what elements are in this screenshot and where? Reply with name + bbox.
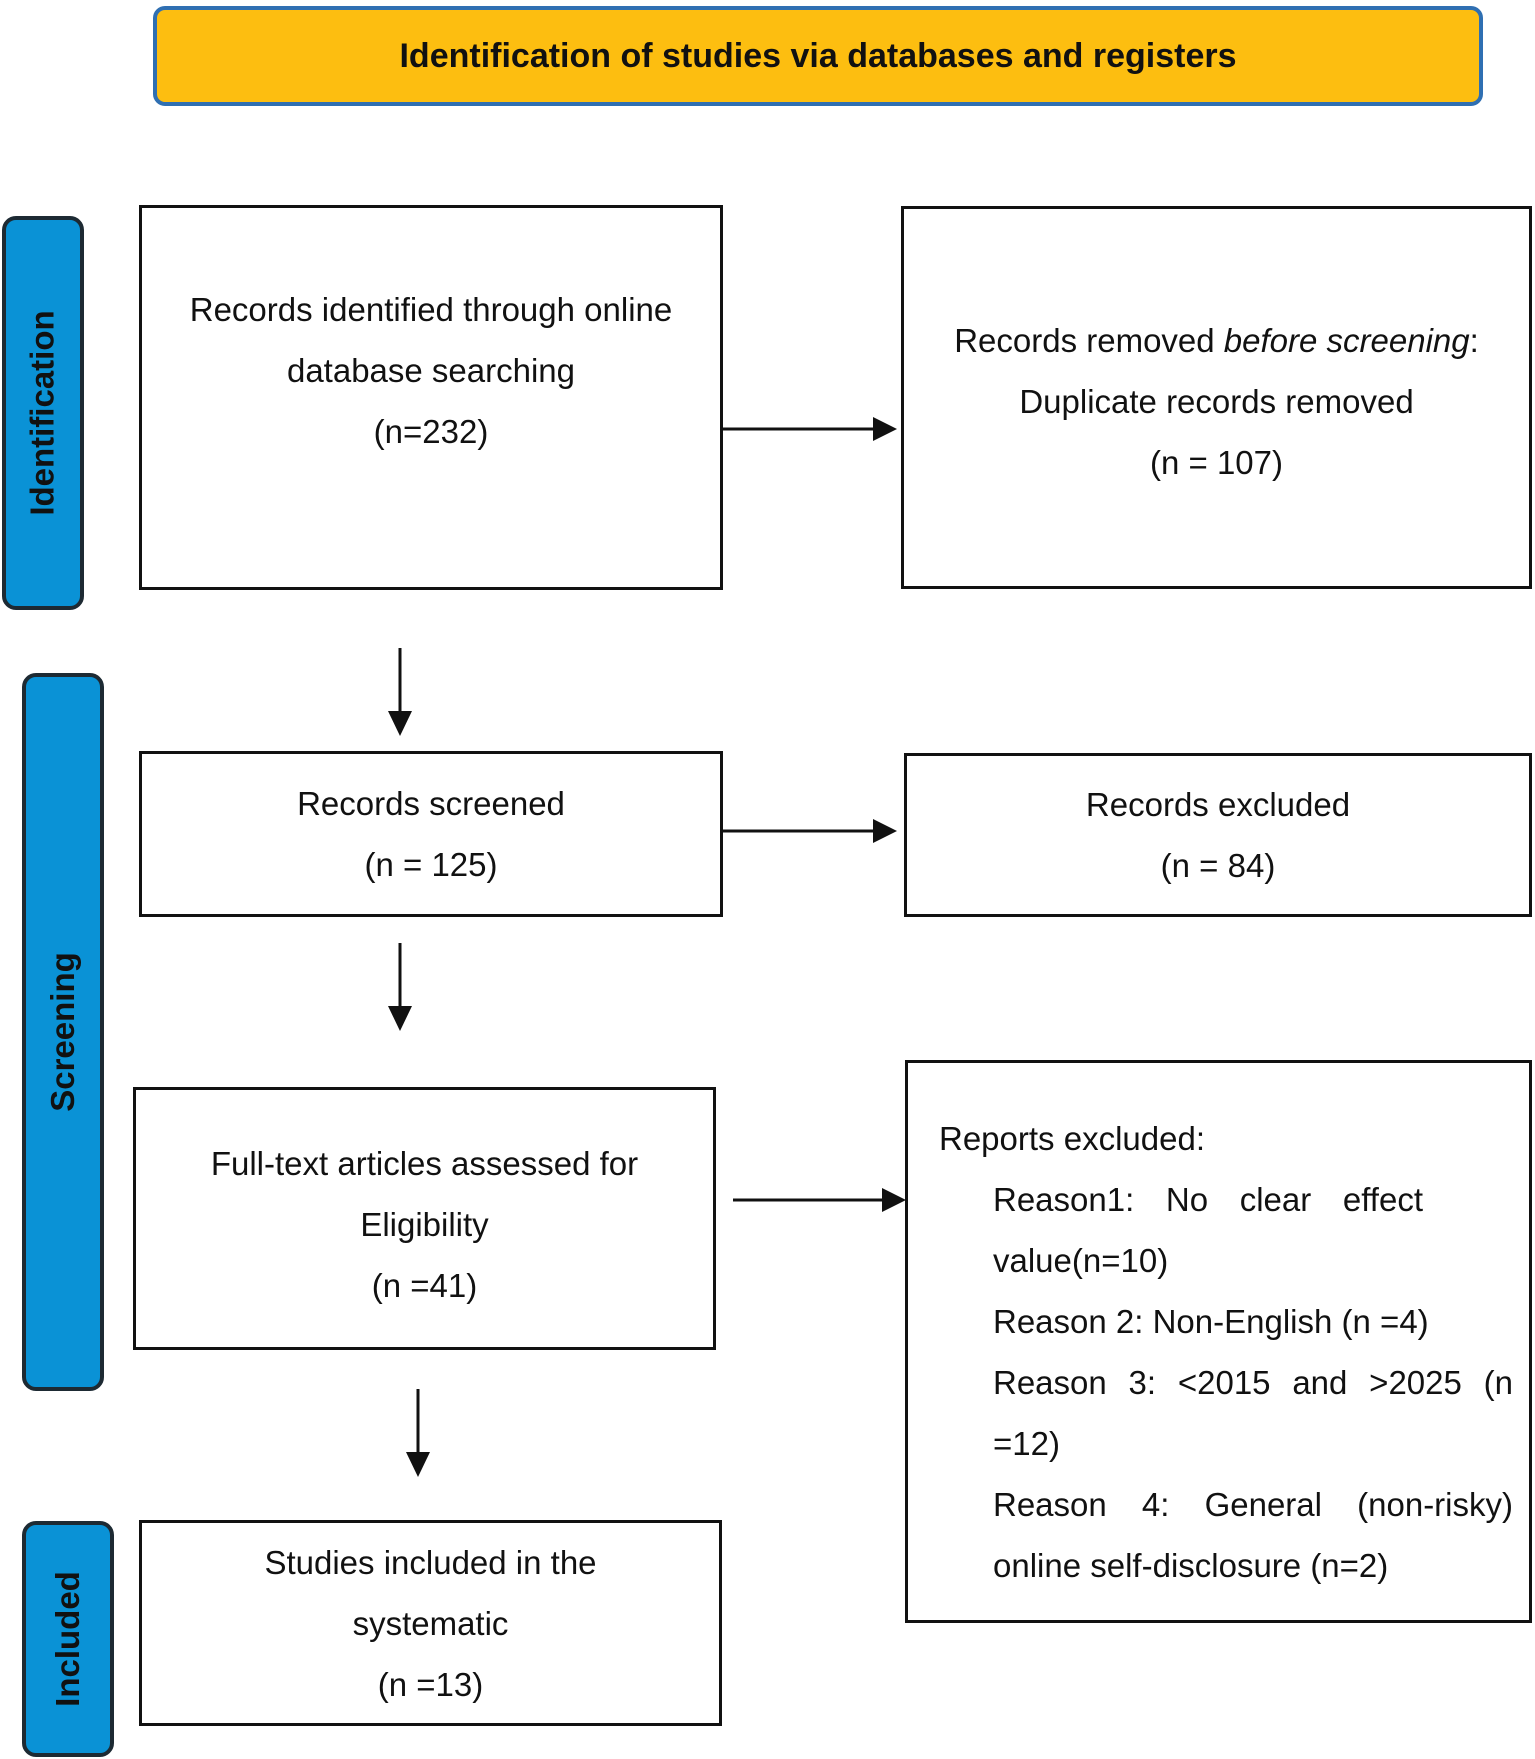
records-removed-colon: : [1469, 322, 1479, 359]
records-identified-line1: Records identified through online [189, 291, 673, 328]
records-identified-box: Records identified through online databa… [139, 205, 723, 590]
records-removed-count: (n = 107) [1150, 444, 1283, 481]
arrowhead-screened-to-fulltext [388, 1006, 412, 1031]
phase-identification: Identification [2, 216, 84, 610]
records-excluded-label: Records excluded [1085, 786, 1351, 823]
fulltext-assessed-line2: Eligibility [360, 1206, 489, 1243]
studies-included-line1: Studies included in the [264, 1543, 597, 1581]
arrowhead-identified-to-removed [873, 417, 897, 441]
records-screened-box: Records screened (n = 125) [139, 751, 723, 917]
reports-excluded-box: Reports excluded: Reason1: No clear effe… [905, 1060, 1532, 1623]
records-excluded-count: (n = 84) [1160, 847, 1276, 884]
studies-included-box: Studies included in the systematic (n =1… [139, 1520, 722, 1726]
flow-title: Identification of studies via databases … [399, 36, 1237, 75]
records-identified-line2: database searching [286, 352, 576, 389]
flow-title-banner: Identification of studies via databases … [153, 6, 1483, 106]
records-removed-lead: Records removed [954, 322, 1224, 359]
records-identified-count: (n=232) [373, 413, 489, 450]
arrowhead-fulltext-to-included [406, 1452, 430, 1477]
fulltext-assessed-line1: Full-text articles assessed for [210, 1145, 639, 1182]
records-removed-italic: before screening [1223, 322, 1470, 359]
reports-excluded-reason3: Reason 3: <2015 and >2025 (n =12) [993, 1364, 1513, 1462]
reports-excluded-reason4: Reason 4: General (non-risky) online sel… [993, 1486, 1513, 1584]
reports-excluded-title: Reports excluded: [939, 1120, 1205, 1157]
records-excluded-box: Records excluded (n = 84) [904, 753, 1532, 917]
records-removed-line1: Records removed before screening: [954, 310, 1479, 371]
arrowhead-screened-to-excluded [873, 819, 897, 843]
records-screened-count: (n = 125) [364, 846, 498, 883]
records-removed-box: Records removed before screening: Duplic… [901, 206, 1532, 589]
records-screened-label: Records screened [297, 785, 565, 822]
studies-included-line2: systematic [352, 1604, 509, 1642]
phase-included: Included [22, 1521, 114, 1757]
records-removed-line2: Duplicate records removed [1019, 383, 1414, 420]
arrowhead-identified-to-screened [388, 711, 412, 736]
studies-included-count: (n =13) [377, 1665, 484, 1703]
phase-screening: Screening [22, 673, 104, 1391]
reports-excluded-reason2: Reason 2: Non-English (n =4) [993, 1303, 1429, 1340]
fulltext-assessed-box: Full-text articles assessed for Eligibil… [133, 1087, 716, 1350]
reports-excluded-reason1: Reason1: No clear effect value(n=10) [993, 1181, 1423, 1279]
fulltext-assessed-count: (n =41) [371, 1267, 478, 1304]
arrowhead-fulltext-to-reports [882, 1188, 906, 1212]
